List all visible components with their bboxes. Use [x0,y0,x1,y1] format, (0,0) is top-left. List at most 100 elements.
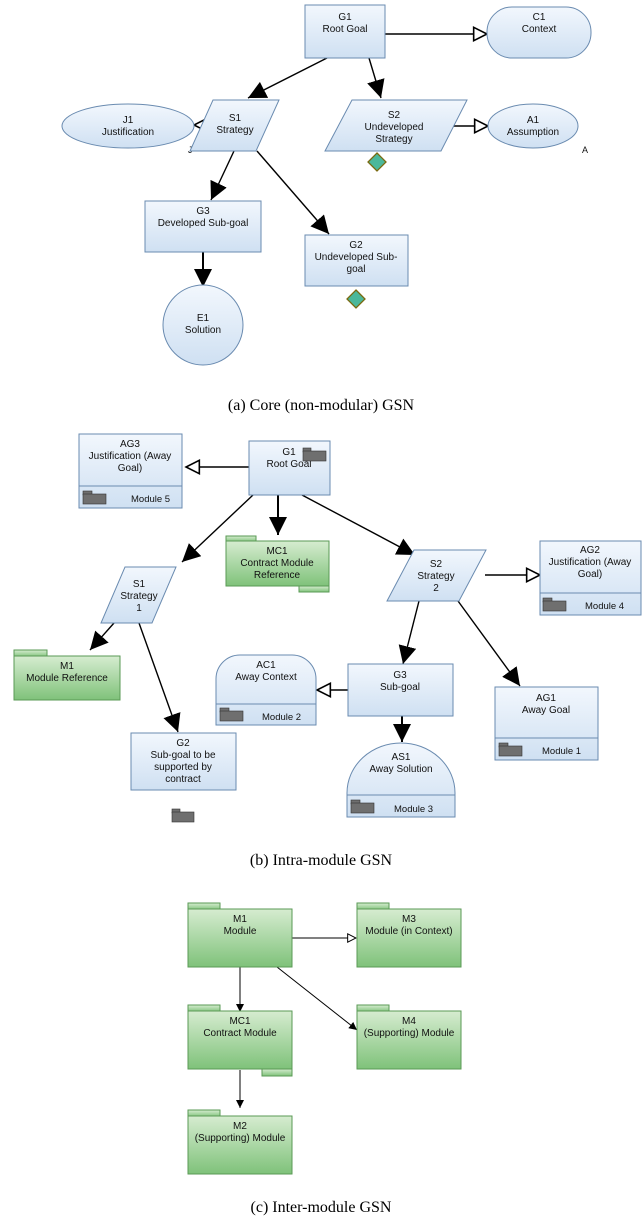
edge-g1-s2 [301,494,416,556]
away-context-ac1[interactable]: AC1 Away Context Module 2 [215,654,317,726]
module-id: M4 [402,1016,416,1027]
strategy-text-line2: Strategy [375,134,412,145]
edge-g1-s1 [181,494,254,563]
module-folder-icon [219,707,244,722]
away-goal-id: AG2 [580,545,600,556]
module-text-line2: Reference [254,570,301,581]
strategy-text-line1: Strategy [120,591,157,602]
justification-j1[interactable]: J1 Justification J [61,103,195,155]
strategy-text-line1: Strategy [417,571,454,582]
goal-id: G2 [176,738,190,749]
away-goal-module: Module 5 [131,494,170,505]
caption-c: (c) Inter-module GSN [251,1199,392,1216]
away-solution-as1[interactable]: AS1 Away Solution Module 3 [346,742,456,818]
strategy-s1[interactable]: S1 Strategy 1 [100,566,177,624]
goal-g1[interactable]: G1 Root Goal [248,440,331,496]
goal-g3[interactable]: G3 Sub-goal [347,663,454,717]
strategy-id: S2 [430,559,443,570]
module-id: M2 [233,1121,247,1132]
away-solution-module: Module 3 [394,804,433,815]
goal-text-line1: Sub-goal to be [150,750,215,761]
context-text: Context [522,24,557,35]
module-m3[interactable]: M3 Module (in Context) [356,902,462,968]
away-solution-id: AS1 [392,752,411,763]
module-id: M1 [60,661,74,672]
module-folder-icon [350,799,375,814]
edge-s2-g3 [398,600,420,665]
edge-s2-ag1 [457,600,521,687]
goal-g2[interactable]: G2 Sub-goal to be supported by contract [130,732,237,823]
module-id: MC1 [266,546,288,557]
caption-a: (a) Core (non-modular) GSN [228,397,415,414]
panel-intra-module-gsn: AG3 Justification (Away Goal) Module 5 G… [13,433,642,869]
module-folder-icon [542,597,567,612]
strategy-text-line2: 1 [136,603,142,614]
justification-id: J1 [123,115,134,126]
away-goal-module: Module 1 [542,746,581,757]
module-text: Module [224,926,257,937]
assumption-text: Assumption [507,127,559,138]
goal-text-line2: supported by [154,762,212,773]
strategy-text: Strategy [216,125,253,136]
justification-text: Justification [102,127,154,138]
context-c1[interactable]: C1 Context [486,6,592,59]
module-text: Module Reference [26,673,108,684]
strategy-s1[interactable]: S1 Strategy [189,99,280,152]
undeveloped-diamond-icon [346,289,366,309]
goal-g2[interactable]: G2 Undeveloped Sub- goal [304,234,409,309]
goal-text-line2: goal [347,264,366,275]
goal-g1[interactable]: G1 Root Goal [304,4,386,59]
away-goal-ag3[interactable]: AG3 Justification (Away Goal) Module 5 [78,433,183,509]
strategy-id: S1 [133,579,146,590]
edge-s1-m1 [89,622,115,651]
module-m4[interactable]: M4 (Supporting) Module [356,1004,462,1070]
module-id: MC1 [229,1016,251,1027]
goal-text-line3: contract [165,774,201,785]
goal-g3[interactable]: G3 Developed Sub-goal [144,200,262,253]
goal-id: G3 [196,206,210,217]
strategy-s2[interactable]: S2 Strategy 2 [386,549,487,602]
edge-g1-s1 [247,57,328,99]
module-m2[interactable]: M2 (Supporting) Module [187,1109,293,1175]
panel-core-gsn: G1 Root Goal C1 Context J1 Justification… [61,4,592,414]
goal-id: G1 [338,12,352,23]
goal-id: G2 [349,240,363,251]
strategy-id: S2 [388,110,401,121]
goal-text: Root Goal [322,24,367,35]
module-folder-icon [82,490,107,505]
module-id: M3 [402,914,416,925]
assumption-id: A1 [527,115,540,126]
contract-module-mc1[interactable]: MC1 Contract Module [187,1004,293,1077]
contract-module-ref-mc1[interactable]: MC1 Contract Module Reference [225,535,330,593]
module-m1[interactable]: M1 Module [187,902,293,968]
module-text-line1: Contract Module [240,558,314,569]
strategy-s2[interactable]: S2 Undeveloped Strategy [324,99,468,172]
module-text: Contract Module [203,1028,277,1039]
edge-g1-s2 [367,57,385,99]
away-goal-id: AG3 [120,439,140,450]
undeveloped-diamond-icon [367,152,387,172]
module-id: M1 [233,914,247,925]
module-text: (Supporting) Module [364,1028,455,1039]
solution-e1[interactable]: E1 Solution [162,284,244,366]
strategy-text-line2: 2 [433,583,439,594]
goal-text: Root Goal [266,459,311,470]
assumption-a1[interactable]: A1 Assumption A [487,103,588,155]
away-goal-ag1[interactable]: AG1 Away Goal Module 1 [494,686,599,761]
edge-s1-g2 [138,622,181,733]
edge-m1-m4 [276,966,358,1031]
strategy-id: S1 [229,113,242,124]
context-id: C1 [533,12,546,23]
edge-s1-g3 [210,150,235,201]
away-solution-text: Away Solution [369,764,432,775]
away-goal-module: Module 4 [585,601,624,612]
away-goal-ag2[interactable]: AG2 Justification (Away Goal) Module 4 [539,540,642,616]
edge-s1-g2 [256,150,330,235]
contract-folder-icon [171,808,195,823]
away-goal-text-line2: Goal) [578,569,602,580]
goal-id: G3 [393,670,407,681]
away-context-text: Away Context [235,672,297,683]
module-reference-m1[interactable]: M1 Module Reference [13,649,121,701]
solution-text: Solution [185,325,221,336]
